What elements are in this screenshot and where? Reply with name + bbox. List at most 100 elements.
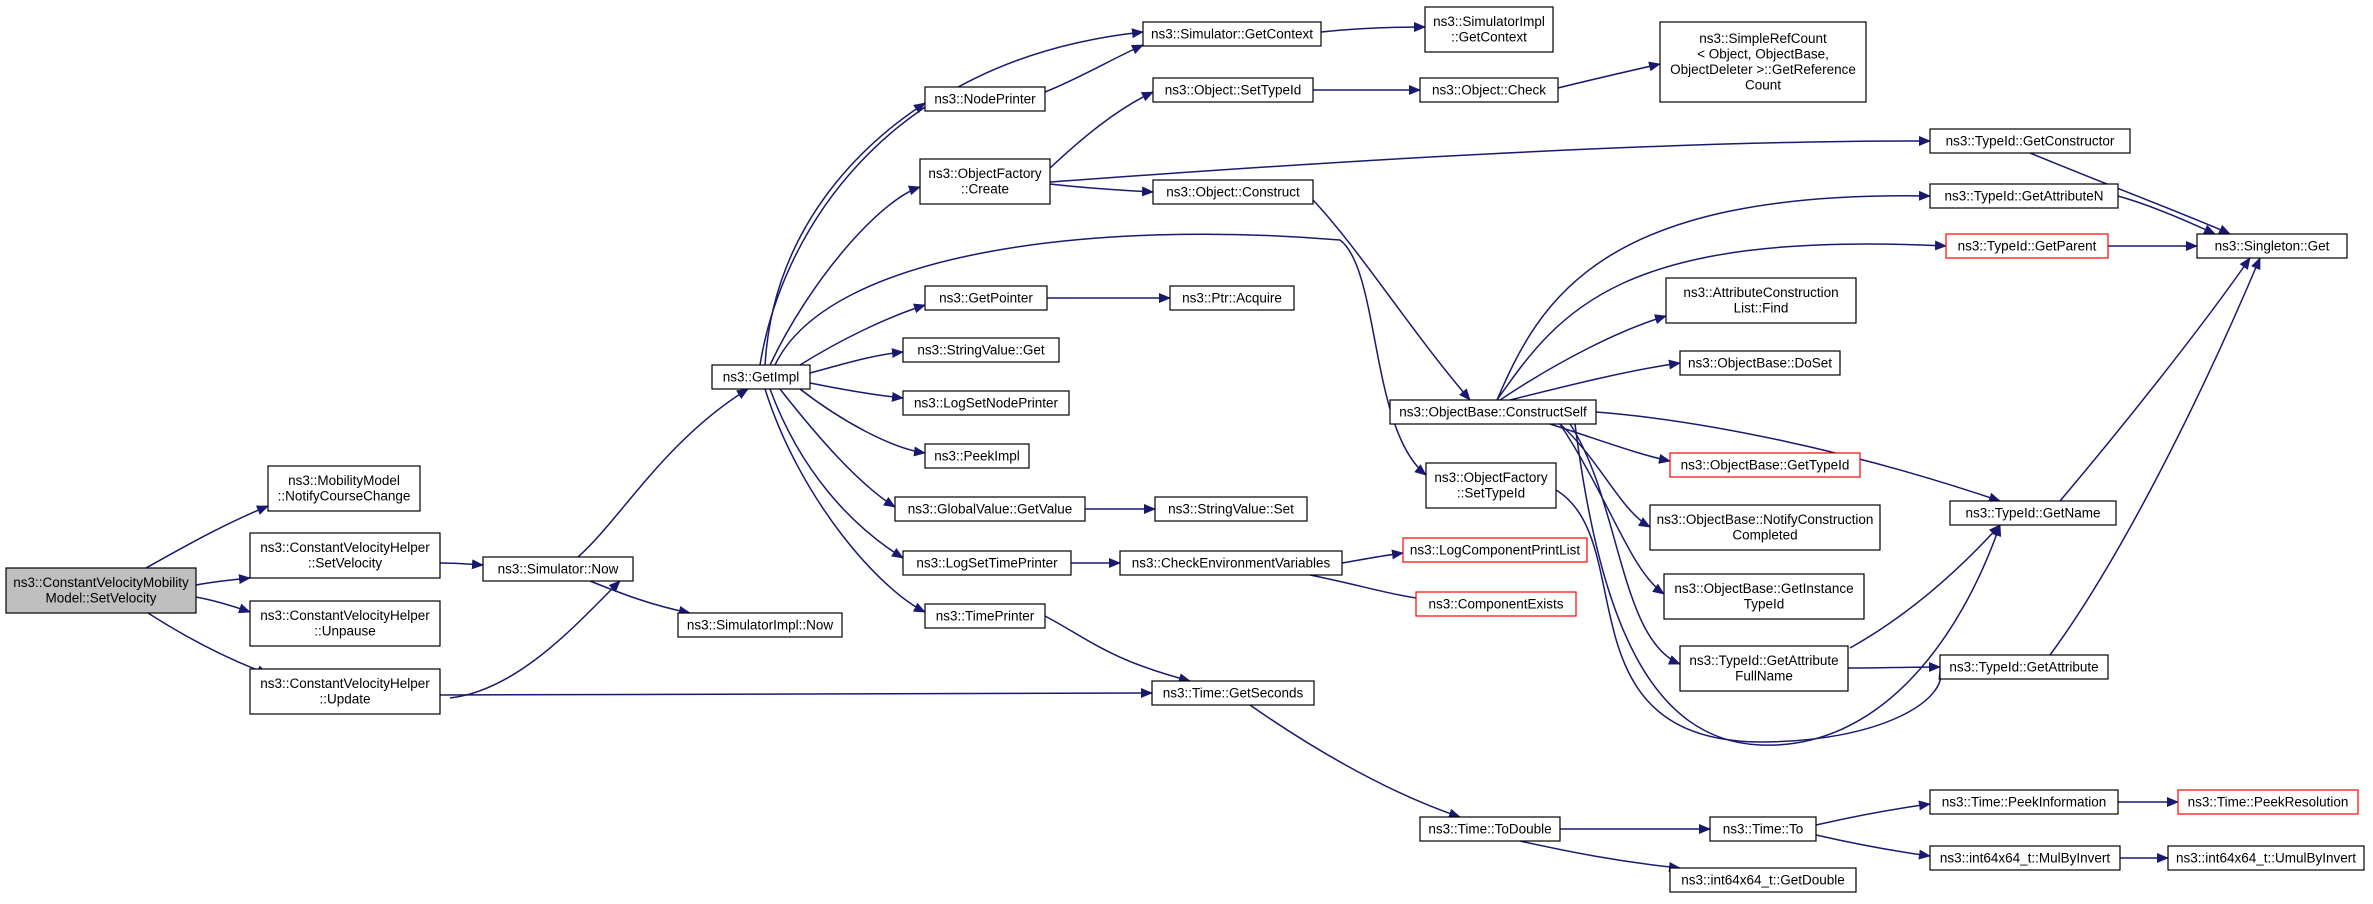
node-compexists[interactable]: ns3::ComponentExists	[1415, 591, 1577, 617]
node-i64-getdouble[interactable]: ns3::int64x64_t::GetDouble	[1669, 867, 1857, 893]
node-i64-mulbyinvert[interactable]: ns3::int64x64_t::MulByInvert	[1929, 845, 2121, 871]
call-edge	[1549, 423, 1671, 464]
call-edge	[1574, 423, 2002, 746]
node-timeprinter[interactable]: ns3::TimePrinter	[924, 603, 1046, 629]
node-label: ::SetVelocity	[308, 556, 383, 571]
node-i64-umulbyinvert[interactable]: ns3::int64x64_t::UmulByInvert	[2167, 845, 2365, 871]
node-objbase-doset[interactable]: ns3::ObjectBase::DoSet	[1679, 350, 1841, 376]
node-getpointer[interactable]: ns3::GetPointer	[924, 285, 1048, 311]
node-box	[1389, 399, 1597, 425]
node-root[interactable]: ns3::ConstantVelocityMobilityModel::SetV…	[5, 567, 197, 614]
node-typeid-getattr[interactable]: ns3::TypeId::GetAttribute	[1939, 654, 2109, 680]
node-time-todouble[interactable]: ns3::Time::ToDouble	[1419, 816, 1561, 842]
node-box	[902, 550, 1072, 576]
node-strval-get[interactable]: ns3::StringValue::Get	[902, 337, 1060, 363]
node-label: ns3::Time::To	[1723, 821, 1804, 836]
node-sim-now[interactable]: ns3::Simulator::Now	[482, 556, 634, 582]
node-objfactory-create[interactable]: ns3::ObjectFactory::Create	[919, 158, 1051, 205]
node-label: ::SetTypeId	[1457, 486, 1525, 501]
node-box	[1425, 462, 1557, 509]
node-label: ns3::Object::Construct	[1166, 184, 1300, 199]
node-typeid-getattrn[interactable]: ns3::TypeId::GetAttributeN	[1929, 183, 2119, 209]
node-checkenv[interactable]: ns3::CheckEnvironmentVariables	[1119, 550, 1343, 576]
node-label: ns3::SimulatorImpl	[1433, 14, 1545, 29]
node-cvh-update[interactable]: ns3::ConstantVelocityHelper::Update	[249, 668, 441, 715]
node-nodeprinter[interactable]: ns3::NodePrinter	[924, 86, 1046, 112]
node-typeid-getname[interactable]: ns3::TypeId::GetName	[1949, 500, 2117, 526]
node-box	[1929, 128, 2131, 154]
node-cvh-unpause[interactable]: ns3::ConstantVelocityHelper::Unpause	[249, 600, 441, 647]
node-label: ns3::int64x64_t::GetDouble	[1681, 872, 1845, 887]
node-label: ns3::AttributeConstruction	[1683, 285, 1838, 300]
node-label: ns3::Ptr::Acquire	[1182, 290, 1282, 305]
call-edge	[1519, 840, 1681, 872]
call-edge	[1309, 574, 1431, 604]
node-cvh-setvel[interactable]: ns3::ConstantVelocityHelper::SetVelocity	[249, 532, 441, 579]
node-objbase-gettypeid[interactable]: ns3::ObjectBase::GetTypeId	[1669, 452, 1861, 478]
node-objfactory-settypeid[interactable]: ns3::ObjectFactory::SetTypeId	[1425, 462, 1557, 509]
node-label: ns3::SimpleRefCount	[1699, 31, 1827, 46]
node-obj-construct[interactable]: ns3::Object::Construct	[1152, 179, 1314, 205]
node-box	[1152, 77, 1314, 103]
call-edge	[2059, 257, 2251, 502]
call-edge	[2049, 257, 2261, 656]
node-srefcount[interactable]: ns3::SimpleRefCount< Object, ObjectBase,…	[1659, 21, 1867, 103]
node-logsetnodeprinter[interactable]: ns3::LogSetNodePrinter	[902, 390, 1070, 416]
node-label: ns3::TypeId::GetConstructor	[1946, 133, 2115, 148]
node-logcompprintlist[interactable]: ns3::LogComponentPrintList	[1402, 537, 1588, 563]
node-box	[711, 364, 811, 390]
call-edge	[1320, 22, 1426, 33]
node-getimpl[interactable]: ns3::GetImpl	[711, 364, 811, 390]
node-box	[1665, 277, 1857, 324]
node-label: ns3::Object::SetTypeId	[1165, 82, 1302, 97]
call-edge	[1496, 190, 1931, 401]
node-label: ns3::ConstantVelocityHelper	[260, 540, 430, 555]
node-mm-notify[interactable]: ns3::MobilityModel::NotifyCourseChange	[267, 465, 421, 512]
node-box	[1152, 179, 1314, 205]
node-simimpl-now[interactable]: ns3::SimulatorImpl::Now	[677, 612, 843, 638]
node-label: ns3::Object::Check	[1432, 82, 1546, 97]
node-logsettimeprinter[interactable]: ns3::LogSetTimePrinter	[902, 550, 1072, 576]
node-label: ns3::Simulator::Now	[498, 561, 619, 576]
node-objbase-constructself[interactable]: ns3::ObjectBase::ConstructSelf	[1389, 399, 1597, 425]
node-label: ::GetContext	[1451, 30, 1527, 45]
node-peekimpl[interactable]: ns3::PeekImpl	[924, 443, 1030, 469]
call-edge	[809, 382, 904, 402]
call-edge	[1312, 199, 1471, 401]
node-box	[919, 158, 1051, 205]
call-edge	[1815, 834, 1931, 860]
node-strval-set[interactable]: ns3::StringValue::Set	[1154, 496, 1308, 522]
node-box	[2177, 789, 2359, 815]
node-ptr-acquire[interactable]: ns3::Ptr::Acquire	[1169, 285, 1295, 311]
node-typeid-getparent[interactable]: ns3::TypeId::GetParent	[1945, 233, 2109, 259]
call-edge	[1049, 91, 1154, 169]
node-time-peekres[interactable]: ns3::Time::PeekResolution	[2177, 789, 2359, 815]
node-gv-getvalue[interactable]: ns3::GlobalValue::GetValue	[894, 496, 1086, 522]
call-edge	[809, 348, 904, 374]
node-sim-getctx[interactable]: ns3::Simulator::GetContext	[1142, 21, 1322, 47]
node-box	[249, 532, 441, 579]
node-obj-check[interactable]: ns3::Object::Check	[1419, 77, 1559, 103]
node-box	[1939, 654, 2109, 680]
node-obj-settypeid[interactable]: ns3::Object::SetTypeId	[1152, 77, 1314, 103]
node-box	[1419, 816, 1561, 842]
node-time-to[interactable]: ns3::Time::To	[1709, 816, 1817, 842]
node-label: ns3::ObjectBase::ConstructSelf	[1399, 404, 1587, 419]
node-box	[1659, 21, 1867, 103]
node-label: Count	[1745, 78, 1781, 93]
node-objbase-notify[interactable]: ns3::ObjectBase::NotifyConstructionCompl…	[1649, 504, 1881, 551]
node-simimpl-getctx[interactable]: ns3::SimulatorImpl::GetContext	[1424, 6, 1554, 53]
node-typeid-getctor[interactable]: ns3::TypeId::GetConstructor	[1929, 128, 2131, 154]
node-label: ns3::int64x64_t::MulByInvert	[1940, 850, 2111, 865]
node-box	[482, 556, 634, 582]
call-edge	[589, 580, 691, 616]
node-time-getseconds[interactable]: ns3::Time::GetSeconds	[1151, 680, 1315, 706]
node-singleton-get[interactable]: ns3::Singleton::Get	[2196, 233, 2348, 259]
node-time-peekinfo[interactable]: ns3::Time::PeekInformation	[1929, 789, 2119, 815]
call-edge	[2117, 195, 2216, 235]
node-box	[1929, 789, 2119, 815]
node-box	[5, 567, 197, 614]
